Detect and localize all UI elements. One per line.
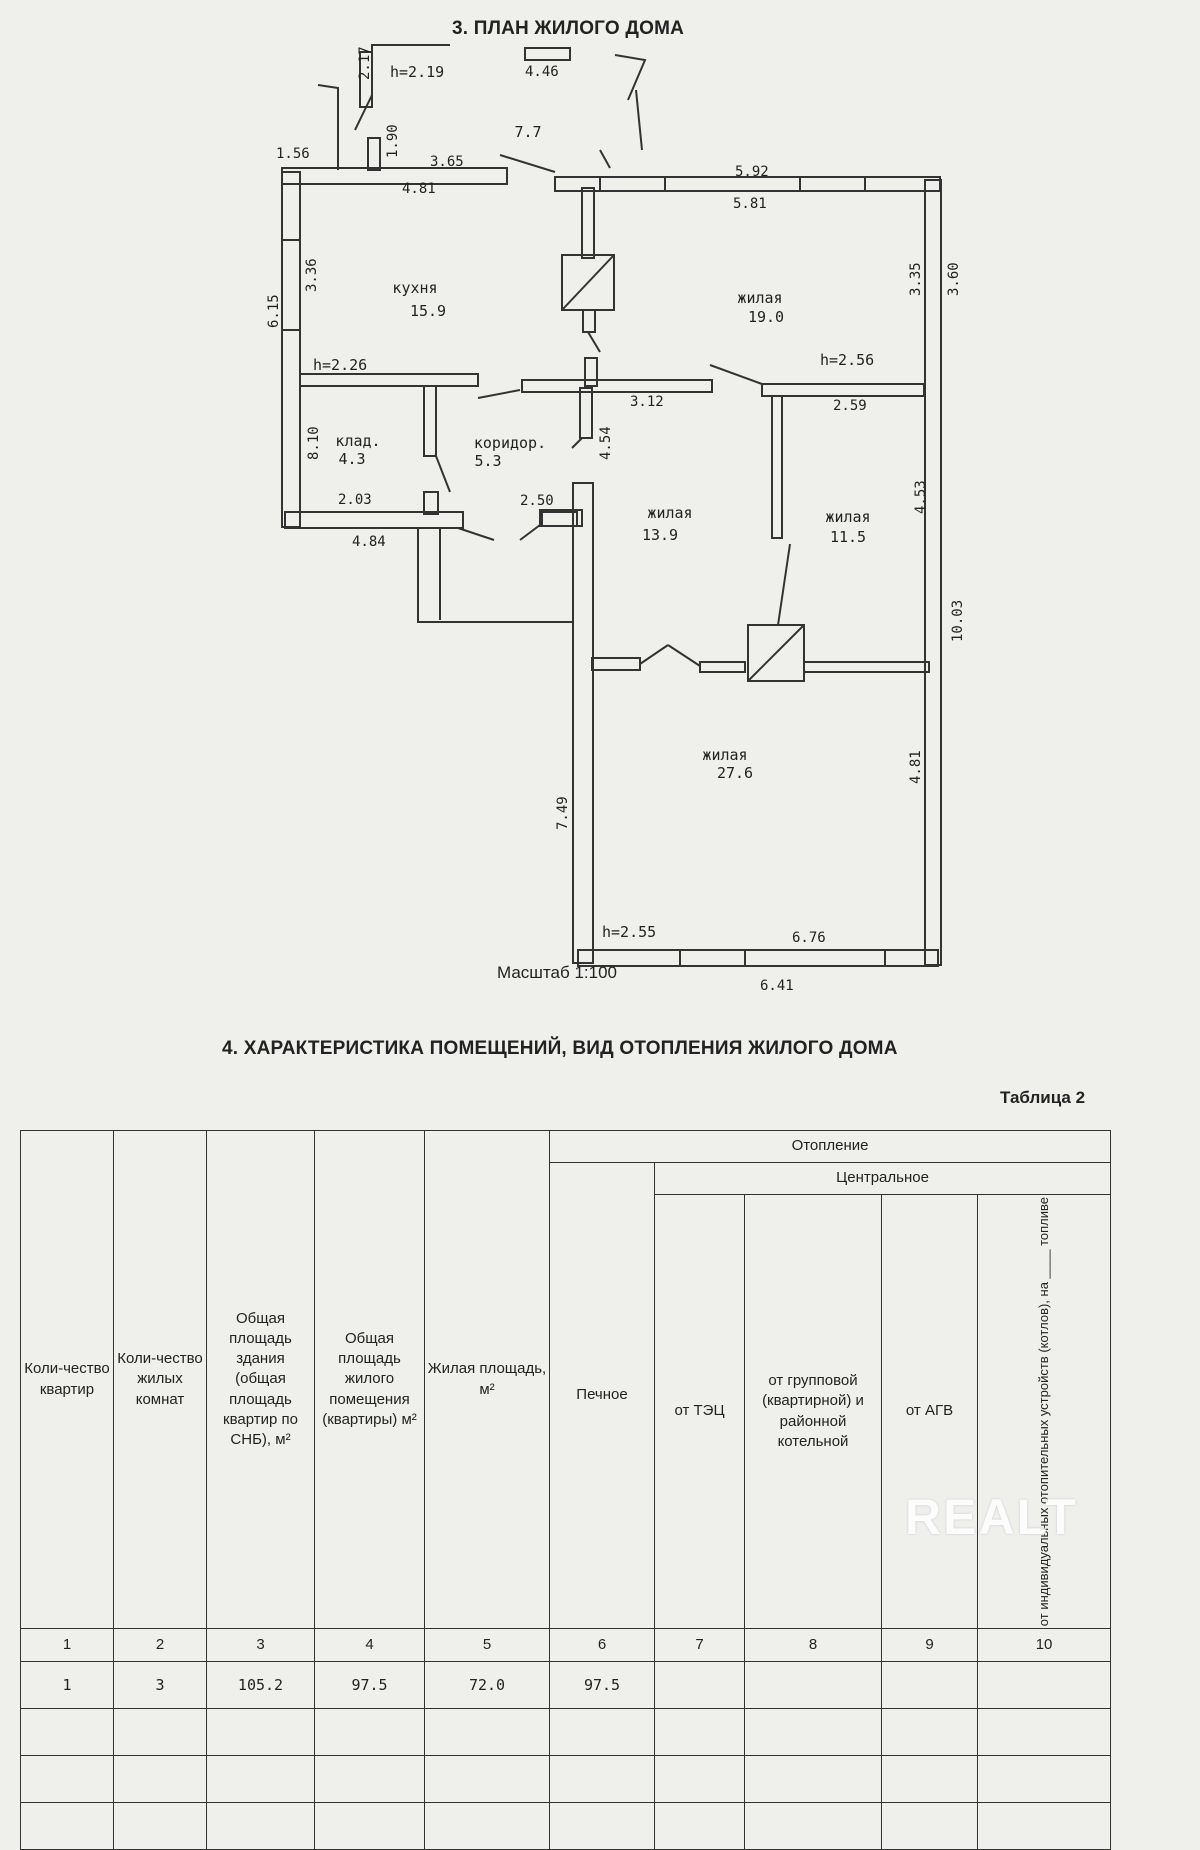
wall-south xyxy=(577,949,939,967)
header-agv: от АГВ xyxy=(881,1193,978,1630)
table-cell: 1 xyxy=(20,1661,114,1710)
column-number: 9 xyxy=(881,1628,978,1663)
room-area-living-3: 11.5 xyxy=(830,528,866,546)
table-row xyxy=(20,1802,1112,1850)
room-name-kitchen: кухня xyxy=(392,279,437,297)
room-area-living-4: 27.6 xyxy=(717,764,753,782)
header-apartments: Коли-чество квартир xyxy=(20,1129,114,1630)
dimension-label: 6.15 xyxy=(266,294,282,328)
wall-west xyxy=(281,171,301,528)
porch-outline xyxy=(417,528,573,623)
wall-kitchen-south xyxy=(299,373,479,387)
floor-plan: кухня 15.9 жилая 19.0 клад. 4.3 коридор.… xyxy=(266,44,966,994)
table-cell: 105.2 xyxy=(206,1661,315,1710)
column-number: 4 xyxy=(314,1628,425,1663)
column-number: 3 xyxy=(206,1628,315,1663)
table-row xyxy=(20,1708,1112,1757)
height-label: h=2.56 xyxy=(820,351,874,369)
dimension-label: 4.84 xyxy=(352,534,386,550)
document-page: 3. ПЛАН ЖИЛОГО ДОМА xyxy=(20,18,1112,1850)
header-individual: от индивидуальных отопительных устройств… xyxy=(1036,1197,1052,1627)
table-cell xyxy=(881,1661,978,1710)
column-number: 6 xyxy=(549,1628,655,1663)
header-living-area: Жилая площадь, м² xyxy=(424,1129,550,1630)
table-cell: 72.0 xyxy=(424,1661,550,1710)
room-name-living-4: жилая xyxy=(702,746,747,764)
column-number: 7 xyxy=(654,1628,745,1663)
room-name-living-3: жилая xyxy=(825,508,870,526)
room-area-kitchen: 15.9 xyxy=(410,302,446,320)
wall-east xyxy=(924,179,942,966)
header-chp: от ТЭЦ xyxy=(654,1193,745,1630)
dimension-label: 2.59 xyxy=(833,398,867,414)
room-area-corridor: 5.3 xyxy=(474,452,501,470)
watermark-logo: REALT xyxy=(905,1489,1078,1545)
table-row xyxy=(20,1755,1112,1804)
height-label: h=2.55 xyxy=(602,923,656,941)
room-name-living-2: жилая xyxy=(647,504,692,522)
column-number: 8 xyxy=(744,1628,882,1663)
dimension-label: 7.49 xyxy=(555,796,571,830)
section-3-title: 3. ПЛАН ЖИЛОГО ДОМА xyxy=(452,18,685,39)
dimension-label: 4.81 xyxy=(402,181,436,197)
header-total-living-space: Общая площадь жилого помещения (квартиры… xyxy=(314,1129,425,1630)
dimension-label: 1.56 xyxy=(276,146,310,162)
header-total-building-area: Общая площадь здания (общая площадь квар… xyxy=(206,1129,315,1630)
dimension-label: 3.12 xyxy=(630,394,664,410)
scale-label: Масштаб 1:100 xyxy=(497,963,617,982)
dimension-label: 2.50 xyxy=(520,493,554,509)
wall-south-left xyxy=(284,511,464,529)
column-number: 10 xyxy=(976,1628,1112,1663)
height-label: h=2.19 xyxy=(390,63,444,81)
column-number-row: 1 2 3 4 5 6 7 8 9 10 xyxy=(20,1628,1112,1663)
dimension-label: 3.35 xyxy=(908,262,924,296)
dimension-label: 4.54 xyxy=(598,426,614,460)
dimension-label: 3.60 xyxy=(946,262,962,296)
dimension-label: 4.81 xyxy=(908,750,924,784)
table-caption: Таблица 2 xyxy=(1000,1088,1086,1107)
header-rooms: Коли-чество жилых комнат xyxy=(113,1129,207,1630)
dimension-label: 3.65 xyxy=(430,154,464,170)
table-row: 1 3 105.2 97.5 72.0 97.5 xyxy=(20,1661,1112,1710)
room-name-corridor: коридор. xyxy=(474,434,546,452)
section-4-title: 4. ХАРАКТЕРИСТИКА ПОМЕЩЕНИЙ, ВИД ОТОПЛЕН… xyxy=(222,1038,898,1059)
table-cell xyxy=(976,1661,1112,1710)
wall-north-kitchen xyxy=(281,167,508,185)
column-number: 5 xyxy=(424,1628,550,1663)
dimension-label: 3.36 xyxy=(304,258,320,292)
stove-bottom xyxy=(747,624,805,682)
header-heating: Отопление xyxy=(548,1130,1112,1163)
dimension-label: 5.81 xyxy=(733,196,767,212)
height-label: h=2.26 xyxy=(313,356,367,374)
table-cell: 97.5 xyxy=(549,1661,655,1710)
dimension-label: 10.03 xyxy=(950,600,966,642)
header-boiler-house: от групповой (квартирной) и районной кот… xyxy=(744,1193,882,1630)
room-area-living-2: 13.9 xyxy=(642,526,678,544)
column-number: 2 xyxy=(113,1628,207,1663)
header-stove: Печное xyxy=(549,1161,655,1630)
header-central: Центральное xyxy=(653,1162,1112,1195)
dimension-label: 2.17 xyxy=(357,46,373,80)
room-area-living-1: 19.0 xyxy=(748,308,784,326)
dimension-label: 6.41 xyxy=(760,978,794,994)
room-name-storage: клад. xyxy=(335,432,380,450)
room-name-living-1: жилая xyxy=(737,289,782,307)
dimension-label: 4.46 xyxy=(525,64,559,80)
dimension-label: 5.92 xyxy=(735,164,769,180)
veranda-area: 7.7 xyxy=(514,123,541,141)
dimension-label: 6.76 xyxy=(792,930,826,946)
dimension-label: 8.10 xyxy=(306,426,322,460)
dimension-label: 2.03 xyxy=(338,492,372,508)
table-cell: 3 xyxy=(113,1661,207,1710)
dimension-label: 1.90 xyxy=(385,124,401,158)
wall-west-lower xyxy=(572,482,594,964)
dimension-label: 4.53 xyxy=(913,480,929,514)
table-cell: 97.5 xyxy=(314,1661,425,1710)
table-cell xyxy=(744,1661,882,1710)
veranda-wall xyxy=(371,44,450,60)
column-number: 1 xyxy=(20,1628,114,1663)
room-area-storage: 4.3 xyxy=(338,450,365,468)
table-cell xyxy=(654,1661,745,1710)
